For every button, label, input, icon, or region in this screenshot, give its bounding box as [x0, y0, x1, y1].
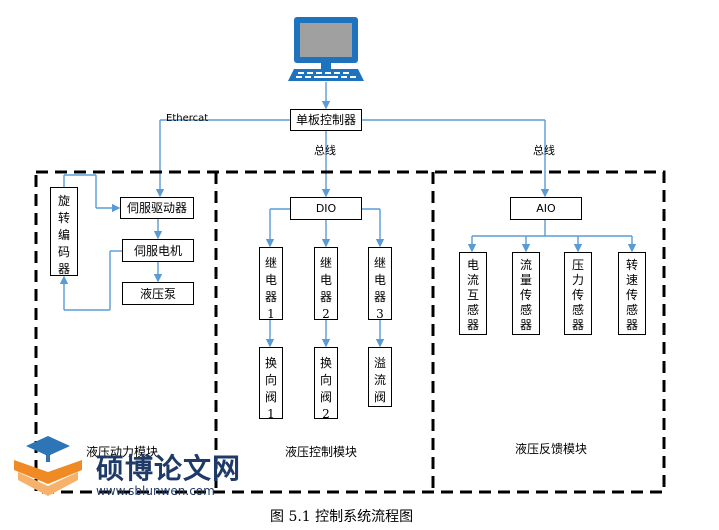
- sensor-char: 流: [466, 273, 479, 287]
- relay-char: 1: [267, 307, 275, 321]
- ethercat-label: Ethercat: [166, 113, 209, 124]
- sensor-char: 压: [571, 258, 584, 272]
- relay-box-1: 继 电 器 1: [259, 247, 283, 321]
- hydraulic-pump-label: 液压泵: [139, 286, 176, 301]
- current-transformer-box: 电 流 互 感 器: [459, 252, 487, 335]
- valve-box-2: 换 向 阀 2: [314, 347, 338, 421]
- watermark-url: www.sblunwen.com: [96, 484, 215, 498]
- feedback-module-title: 液压反馈模块: [515, 442, 588, 456]
- dio-label: DIO: [315, 202, 337, 215]
- encoder-char: 码: [57, 245, 70, 259]
- sensor-char: 转: [625, 258, 638, 272]
- sensor-char: 量: [519, 273, 532, 287]
- sensor-char: 传: [571, 288, 584, 302]
- bus-label-right: 总线: [533, 144, 555, 157]
- valve-char: 溢: [373, 356, 386, 370]
- sensor-char: 传: [519, 288, 532, 302]
- relay-char: 电: [373, 273, 386, 287]
- aio-box: AIO: [510, 197, 582, 220]
- relay-char: 继: [264, 256, 277, 270]
- encoder-char: 编: [57, 228, 70, 242]
- speed-sensor-box: 转 速 传 感 器: [618, 252, 646, 335]
- control-module-title: 液压控制模块: [285, 445, 358, 459]
- sensor-char: 感: [519, 303, 532, 317]
- servo-driver-box: 伺服驱动器: [120, 197, 194, 219]
- pressure-sensor-box: 压 力 传 感 器: [564, 252, 592, 335]
- valve-char: 阀: [319, 390, 332, 404]
- relay-char: 器: [264, 290, 277, 304]
- valve-char: 阀: [264, 390, 277, 404]
- sensor-char: 感: [625, 303, 638, 317]
- figure-caption: 图 5.1 控制系统流程图: [270, 509, 414, 525]
- relay-char: 3: [376, 307, 384, 321]
- relay-char: 器: [373, 290, 386, 304]
- encoder-char: 器: [57, 262, 70, 276]
- valve-char: 流: [373, 373, 386, 387]
- bus-label-middle: 总线: [314, 144, 336, 157]
- servo-motor-label: 伺服电机: [133, 243, 182, 258]
- relay-box-3: 继 电 器 3: [368, 247, 392, 321]
- hydraulic-pump-box: 液压泵: [122, 282, 194, 305]
- power-module-title: 液压动力模块: [86, 445, 159, 459]
- valve-char: 阀: [373, 390, 386, 404]
- valve-char: 向: [319, 373, 332, 387]
- valve-char: 换: [264, 356, 277, 370]
- relay-char: 器: [319, 290, 332, 304]
- relay-char: 继: [319, 256, 332, 270]
- valve-box-1: 换 向 阀 1: [259, 347, 283, 421]
- aio-label: AIO: [536, 202, 556, 215]
- encoder-char: 转: [57, 211, 70, 225]
- sensor-char: 器: [571, 318, 584, 332]
- board-controller-label: 单板控制器: [295, 113, 356, 127]
- sensor-char: 器: [519, 318, 532, 332]
- watermark-name: 硕博论文网: [96, 452, 242, 485]
- valve-char: 向: [264, 373, 277, 387]
- relay-char: 继: [373, 256, 386, 270]
- servo-motor-box: 伺服电机: [122, 239, 194, 262]
- sensor-char: 感: [571, 303, 584, 317]
- dio-box: DIO: [290, 197, 362, 220]
- valve-char: 1: [267, 407, 275, 421]
- relay-box-2: 继 电 器 2: [314, 247, 338, 321]
- flow-sensor-box: 流 量 传 感 器: [512, 252, 540, 335]
- valve-char: 换: [319, 356, 332, 370]
- servo-driver-label: 伺服驱动器: [126, 201, 187, 215]
- relay-char: 电: [264, 273, 277, 287]
- sensor-char: 器: [625, 318, 638, 332]
- rotary-encoder-box: 旋 转 编 码 器: [50, 187, 78, 276]
- relay-char: 电: [319, 273, 332, 287]
- sensor-char: 速: [625, 273, 638, 287]
- sensor-char: 电: [466, 258, 479, 272]
- valve-box-3: 溢 流 阀: [368, 347, 392, 407]
- sensor-char: 感: [466, 303, 479, 317]
- graduation-cap-logo: [14, 436, 82, 496]
- sensor-char: 力: [571, 273, 584, 287]
- sensor-char: 流: [519, 258, 532, 272]
- relay-char: 2: [322, 307, 330, 321]
- board-controller-box: 单板控制器: [290, 109, 362, 131]
- sensor-char: 互: [466, 288, 479, 302]
- valve-char: 2: [322, 407, 330, 421]
- sensor-char: 器: [466, 318, 479, 332]
- encoder-char: 旋: [57, 194, 70, 208]
- desktop-computer-icon: [288, 17, 364, 81]
- sensor-char: 传: [625, 288, 638, 302]
